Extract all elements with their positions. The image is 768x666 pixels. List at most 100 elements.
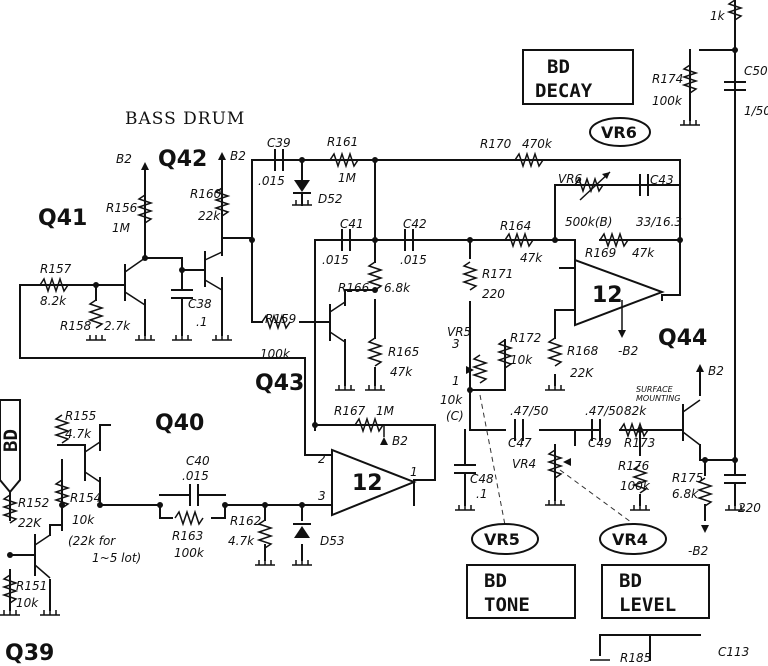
svg-text:R169: R169 [585,246,616,260]
resistor-r163 [174,509,204,527]
resistor-r174 [681,64,699,94]
resistor-r176 [631,464,649,494]
q44-label: Q44 [658,326,707,351]
svg-text:R159: R159 [265,312,296,326]
q43-label: Q43 [255,371,304,396]
capacitor-c38 [171,289,193,336]
junction-dots [7,47,738,558]
svg-text:3: 3 [318,489,326,503]
transistor-q41-symbol [117,257,146,306]
svg-text:22K: 22K [18,516,42,530]
resistor-r166 [366,261,384,291]
svg-text:1~5 lot): 1~5 lot) [92,551,141,565]
opamp-right: 12 [574,258,665,327]
svg-text:B2: B2 [392,434,408,448]
svg-text:C47: C47 [508,436,532,450]
svg-text:10k: 10k [72,513,95,527]
svg-text:3: 3 [452,337,460,351]
opamp-bottom: 12 [331,448,417,517]
svg-text:6.8k: 6.8k [672,487,699,501]
capacitor-c49 [591,419,601,441]
svg-text:VR4: VR4 [512,457,536,471]
svg-text:R157: R157 [40,262,72,276]
transistor-q42-symbol [204,251,223,291]
resistor-r156 [136,194,154,224]
svg-text:C49: C49 [588,436,612,450]
resistor-r151 [1,574,19,604]
capacitor-c47 [514,419,524,441]
svg-text:BD: BD [484,570,507,592]
svg-text:-B2: -B2 [688,544,708,558]
svg-text:BD: BD [0,429,22,452]
resistor-r154 [53,479,71,509]
svg-text:1: 1 [410,465,418,479]
svg-text:2.7k: 2.7k [104,319,131,333]
svg-text:BD: BD [619,570,642,592]
resistor-r171 [461,261,479,291]
svg-text:1/50: 1/50 [744,104,768,118]
svg-text:R174: R174 [652,72,683,86]
svg-text:C48: C48 [470,472,494,486]
ground-symbols [0,120,745,661]
potentiometer-vr4 [546,449,571,479]
svg-text:(C): (C) [446,409,464,423]
svg-text:R161: R161 [327,135,358,149]
resistor-r169 [599,231,629,249]
svg-text:VR6: VR6 [601,123,637,142]
svg-text:R171: R171 [482,267,513,281]
svg-text:VR4: VR4 [612,530,648,549]
svg-text:D52: D52 [318,192,343,206]
capacitor-output [724,474,746,506]
vr4-linkage [559,469,636,526]
svg-text:(22k for: (22k for [68,534,116,548]
svg-text:R164: R164 [500,219,531,233]
svg-text:100k: 100k [620,479,651,493]
svg-text:47k: 47k [390,365,413,379]
svg-text:C40: C40 [186,454,210,468]
svg-text:12: 12 [592,283,623,308]
potentiometer-vr6 [574,171,611,201]
svg-text:47k: 47k [520,251,543,265]
svg-text:4.7k: 4.7k [228,534,255,548]
svg-text:B2: B2 [708,364,724,378]
svg-text:1: 1 [452,374,460,388]
resistor-r170 [514,151,544,169]
svg-text:DECAY: DECAY [535,80,593,102]
svg-text:1M: 1M [338,171,357,185]
svg-text:10k: 10k [16,596,39,610]
bd-level-box: BD LEVEL [601,564,710,619]
vr5-linkage [479,394,506,526]
svg-text:22K: 22K [570,366,594,380]
svg-text:B2: B2 [116,152,132,166]
svg-text:220: 220 [738,501,761,515]
svg-text:100k: 100k [260,347,291,361]
svg-text:22k: 22k [198,209,221,223]
svg-text:R160: R160 [190,187,222,201]
circuit-title: BASS DRUM [125,109,245,129]
capacitor-c48 [454,464,476,474]
transistor-q44-symbol [679,399,701,446]
q40-label: Q40 [155,411,204,436]
svg-text:R163: R163 [172,529,203,543]
svg-text:-B2: -B2 [618,344,638,358]
vr5-badge: VR5 [471,523,539,555]
svg-text:10k: 10k [440,393,463,407]
svg-text:R173: R173 [624,436,655,450]
svg-text:R167: R167 [334,404,366,418]
resistor-r160 [213,187,231,217]
resistor-r175 [696,477,714,507]
svg-text:47k: 47k [632,246,655,260]
capacitor-c41 [341,229,351,251]
svg-text:100k: 100k [652,94,683,108]
svg-text:D53: D53 [320,534,345,548]
resistor-r167 [354,416,384,434]
svg-text:VR5: VR5 [484,530,520,549]
resistor-r152 [1,494,19,524]
svg-text:C41: C41 [340,217,364,231]
svg-text:MOUNTING: MOUNTING [636,394,680,403]
svg-text:R152: R152 [18,496,49,510]
svg-text:10k: 10k [510,353,533,367]
svg-text:C113: C113 [718,645,749,659]
svg-text:33/16.3: 33/16.3 [636,215,682,229]
svg-text:470k: 470k [522,137,553,151]
